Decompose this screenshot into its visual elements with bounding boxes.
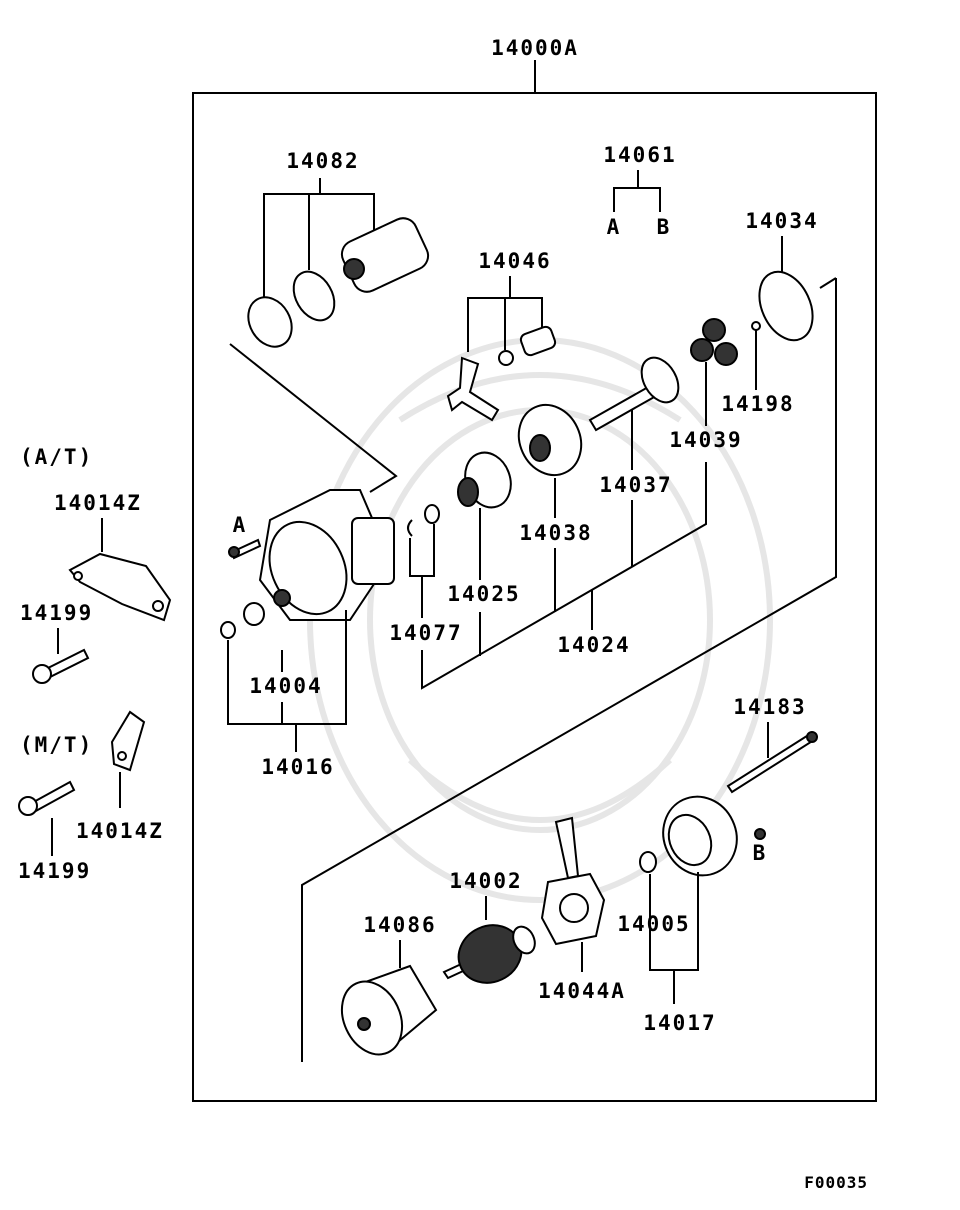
part-brush-holder xyxy=(540,816,606,946)
part-front-housing xyxy=(258,489,395,621)
part-yoke xyxy=(340,964,438,1056)
label-14025: 14025 xyxy=(447,582,520,606)
part-snap-ring xyxy=(758,270,814,342)
label-14046: 14046 xyxy=(478,249,551,273)
part-through-bolt-head xyxy=(806,731,818,743)
part-bracket-mt xyxy=(110,710,146,772)
label-14061: 14061 xyxy=(603,143,676,167)
marker-b: B xyxy=(753,841,768,865)
label-14082: 14082 xyxy=(286,149,359,173)
part-bracket-at xyxy=(68,552,172,622)
leader-solenoid-to-housing xyxy=(229,343,398,493)
part-planetary-gears xyxy=(690,318,738,366)
part-rear-bracket xyxy=(662,795,738,877)
figure-code: F00035 xyxy=(804,1173,868,1192)
part-solenoid xyxy=(247,217,430,348)
assembly-label: 14000A xyxy=(491,36,579,60)
label-14005: 14005 xyxy=(617,912,690,936)
part-ball xyxy=(751,321,761,331)
part-rear-bushing xyxy=(639,851,657,873)
leader-14061 xyxy=(613,170,661,212)
part-shift-lever xyxy=(446,325,557,422)
label-14061-b: B xyxy=(657,215,672,239)
label-14199-mt: 14199 xyxy=(18,859,91,883)
label-14061-a: A xyxy=(607,215,622,239)
label-14086: 14086 xyxy=(363,913,436,937)
part-bolt-a xyxy=(228,538,262,560)
variant-label-at: (A/T) xyxy=(20,445,93,469)
leader-14082 xyxy=(263,178,375,312)
label-14024: 14024 xyxy=(557,633,630,657)
label-14034: 14034 xyxy=(745,209,818,233)
group-outline-lower-top xyxy=(819,277,837,289)
label-14199-at: 14199 xyxy=(20,601,93,625)
label-14038: 14038 xyxy=(519,521,592,545)
label-14004: 14004 xyxy=(249,674,322,698)
leader-14017 xyxy=(649,872,699,1004)
part-armature xyxy=(442,924,536,984)
variant-label-mt: (M/T) xyxy=(20,733,93,757)
label-14198: 14198 xyxy=(721,392,794,416)
label-14039: 14039 xyxy=(669,428,742,452)
part-screw-b xyxy=(754,828,766,840)
label-14183: 14183 xyxy=(733,695,806,719)
label-14014z-mt: 14014Z xyxy=(76,819,164,843)
leader-14046 xyxy=(467,276,543,352)
part-pinion-shaft xyxy=(588,356,680,432)
label-14017: 14017 xyxy=(643,1011,716,1035)
leader-14016 xyxy=(227,610,347,752)
label-14037: 14037 xyxy=(599,473,672,497)
leader-14024 xyxy=(421,462,707,690)
part-bolt-at xyxy=(32,648,90,684)
leader-14077 xyxy=(409,524,435,618)
part-bolt-mt xyxy=(18,780,76,816)
part-stop-ring xyxy=(407,504,440,537)
label-14077: 14077 xyxy=(389,621,462,645)
label-14044a: 14044A xyxy=(538,979,626,1003)
label-14014z-at: 14014Z xyxy=(54,491,142,515)
part-overrunning-clutch xyxy=(457,451,512,509)
part-bushing xyxy=(220,602,265,639)
label-14016: 14016 xyxy=(261,755,334,779)
group-outline-lower xyxy=(301,278,837,1062)
label-14002: 14002 xyxy=(449,869,522,893)
marker-a: A xyxy=(233,513,248,537)
part-internal-gear xyxy=(517,403,583,477)
